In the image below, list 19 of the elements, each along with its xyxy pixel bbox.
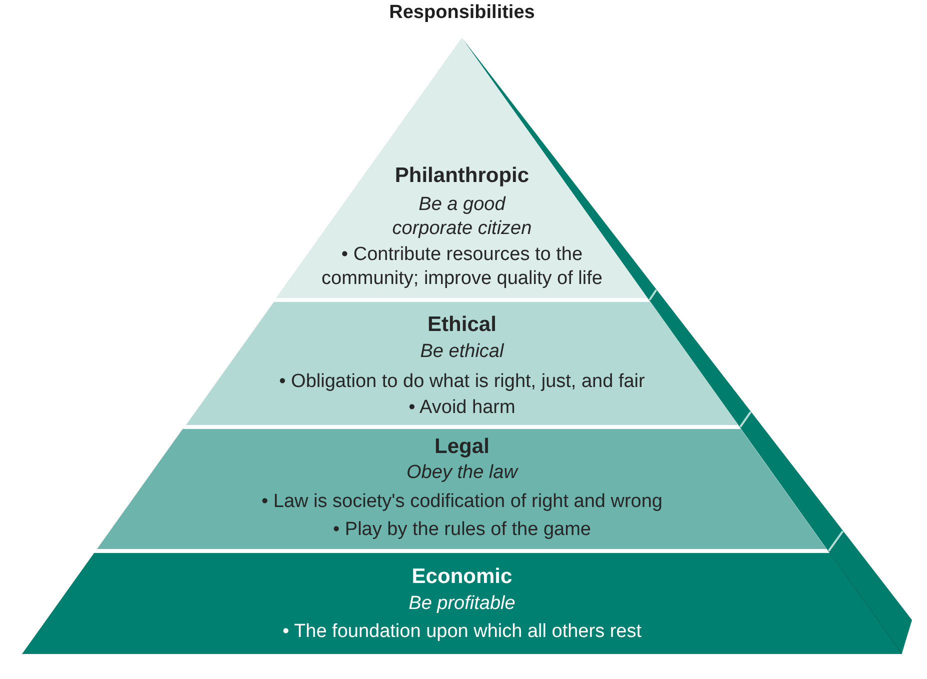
pyramid-tier	[276, 38, 648, 298]
bullet-point: • Play by the rules of the game	[332, 518, 591, 542]
bullet-point: • Law is society's codification of right and wrong	[261, 490, 662, 514]
pyramid-tier	[97, 429, 827, 549]
bullet-point: • The foundation upon which all others rest	[282, 620, 642, 644]
tier-heading: Ethical	[428, 312, 496, 338]
pyramid-tier	[186, 302, 738, 425]
bullet-point: • Contribute resources to the community; improve quality of life	[320, 243, 603, 291]
tier-heading: Philanthropic	[394, 163, 530, 189]
tier-subtitle: Be ethical	[420, 340, 504, 364]
tier-subtitle: Be a good corporate citizen	[391, 193, 532, 241]
bullet-point: • Obligation to do what is right, just, and fair	[279, 370, 645, 394]
tier-subtitle: Obey the law	[406, 461, 518, 485]
diagram-title: Responsibilities	[389, 1, 535, 25]
tier-subtitle: Be profitable	[408, 592, 516, 616]
pyramid-tier	[22, 553, 902, 654]
tier-heading: Legal	[434, 434, 490, 460]
tier-heading: Economic	[412, 564, 512, 590]
bullet-point: • Avoid harm	[408, 396, 516, 420]
